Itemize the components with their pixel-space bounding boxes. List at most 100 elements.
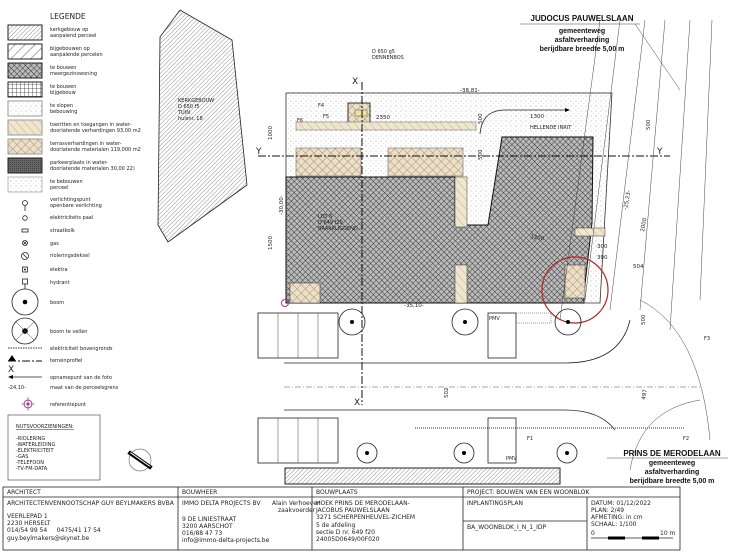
church-label: KERKGEBOUW bbox=[178, 98, 214, 104]
dim-500: 500 bbox=[646, 119, 652, 130]
dim-500: 500 bbox=[478, 113, 484, 124]
boundary-dimension-sample: -24,10- bbox=[8, 385, 26, 391]
street-name: JUDOCUS PAUWELSLAAN bbox=[531, 14, 634, 23]
swatch-terraces bbox=[7, 138, 43, 155]
street-detail: berijdbare breedte 5,00 m bbox=[540, 46, 625, 53]
photo-label: F3 bbox=[704, 336, 710, 342]
site-line: 24005D0649/00F020 bbox=[316, 536, 380, 543]
site-plan: D 650 g5 DENNENBOS LOT 6 D 649 f20 BRAAK… bbox=[255, 19, 713, 485]
photo-label: F2 bbox=[683, 436, 689, 442]
street-detail: asfaltverharding bbox=[555, 37, 609, 44]
street-label-north: JUDOCUS PAUWELSLAAN gemeenteweg asfaltve… bbox=[520, 14, 681, 91]
neighbor-outbuilding bbox=[284, 467, 561, 485]
swatch-plot bbox=[7, 176, 43, 193]
swatch-new-apartments bbox=[7, 62, 43, 79]
ramp-arrow bbox=[479, 109, 565, 135]
dim-500: 500 bbox=[641, 314, 647, 325]
power-pole-icon bbox=[22, 215, 28, 221]
symbol-label: maat van de perceelsgrens bbox=[50, 385, 119, 391]
site-line: 3271 SCHERPENHEUVEL-ZICHEM bbox=[316, 514, 415, 521]
client-address: 9 DE LINIESTRAAT bbox=[182, 516, 237, 523]
client-contact: Alain Verhoeven bbox=[272, 500, 321, 507]
architect-name: ARCHITECTENVENNOOTSCHAP GUY BEYLMAKERS B… bbox=[7, 500, 175, 507]
forest-label: D 650 g5 bbox=[372, 49, 395, 55]
dim-2350: 2350 bbox=[376, 115, 390, 121]
symbol-label: hydrant bbox=[50, 280, 70, 286]
street-name: PRINS DE MERODELAAN bbox=[623, 449, 721, 458]
utility-item: -WATERLEIDING bbox=[16, 442, 55, 448]
street-detail: gemeenteweg bbox=[649, 460, 695, 467]
dim-left-boundary: -30,00- bbox=[279, 195, 285, 215]
symbol-label: terreinprofiel bbox=[50, 358, 82, 364]
church-label: D 650 f5 bbox=[178, 104, 200, 110]
swatch-demolish bbox=[7, 100, 43, 117]
pmv-label: PMV bbox=[489, 316, 500, 322]
plan-unit: AFMETING: in cm bbox=[591, 514, 643, 521]
garden-path bbox=[295, 121, 477, 131]
street-detail: asfaltverharding bbox=[645, 469, 699, 476]
electric-box-icon bbox=[22, 266, 28, 273]
street-label-south: PRINS DE MERODELAAN gemeenteweg asfaltve… bbox=[607, 449, 728, 485]
legend-title: LEGENDE bbox=[50, 12, 86, 21]
dim-300: 300 bbox=[597, 255, 608, 261]
tree-icon bbox=[11, 288, 39, 316]
legend-label: bijgebouwen op bbox=[50, 46, 90, 52]
entrance bbox=[564, 264, 586, 299]
parking-row-upper: PMV bbox=[257, 308, 582, 359]
tree-icon bbox=[554, 308, 582, 336]
legend-label: doorlatende materialen 119,000 m2 bbox=[50, 147, 141, 153]
swatch-new-outbuilding bbox=[7, 81, 43, 98]
utility-item: -ELEKTRICITEIT bbox=[16, 448, 54, 454]
photo-label: F1 bbox=[527, 436, 533, 442]
legend-label: perceel bbox=[50, 185, 69, 191]
architect-header: ARCHITECT bbox=[7, 489, 41, 496]
client-name: IMMO DELTA PROJECTS BV bbox=[182, 500, 261, 507]
church-label: TUIN bbox=[177, 110, 190, 116]
swatch-church bbox=[7, 24, 43, 41]
site-line: HOEK PRINS DE MERODELAAN- bbox=[316, 500, 410, 507]
photo-label: F5 bbox=[323, 114, 329, 120]
entrance bbox=[289, 282, 321, 304]
symbol-label: opnamepunt van de foto bbox=[50, 375, 112, 381]
swatch-outbuildings bbox=[7, 43, 43, 60]
legend-label: te bouwen bbox=[50, 84, 76, 90]
photo-point-icon bbox=[8, 375, 42, 379]
tree-to-fell-icon bbox=[11, 317, 39, 345]
legend-label: te bouwen bbox=[50, 65, 76, 71]
architect-phone: 014/54 99 54 0475/41 17 54 bbox=[7, 527, 101, 534]
dim-502: 502 bbox=[444, 388, 450, 399]
legend-label: parkeerplaats in water- bbox=[50, 160, 108, 166]
dim-1200: 1200 bbox=[530, 234, 545, 242]
photo-label: F6 bbox=[297, 118, 303, 124]
swatch-parking bbox=[7, 157, 43, 174]
terrace bbox=[387, 147, 464, 177]
tree-icon bbox=[338, 308, 366, 336]
dim-300: 300 bbox=[597, 244, 608, 250]
reference-point-icon bbox=[21, 397, 35, 411]
street-lines bbox=[559, 19, 713, 331]
church-plot: KERKGEBOUW D 650 f5 TUIN huisnr. 18 bbox=[157, 9, 248, 243]
sewer-cover-icon bbox=[21, 252, 29, 260]
plan-date: DATUM: 01/12/2022 bbox=[591, 500, 651, 507]
tree-icon bbox=[356, 442, 378, 464]
tree-icon bbox=[453, 442, 475, 464]
architect-email: guy.beylmakers@skynet.be bbox=[7, 535, 89, 542]
symbol-label: gas bbox=[50, 241, 59, 247]
forest-label: DENNENBOS bbox=[372, 55, 404, 61]
utility-item: -TELEFOON bbox=[16, 460, 44, 466]
symbol-label: rioleringsdeksel bbox=[50, 253, 90, 259]
axis-x-label: X bbox=[354, 398, 360, 408]
legend-label: bijgebouw bbox=[50, 90, 76, 96]
site-line: JACOBUS PAUWELSLAAN bbox=[315, 507, 390, 514]
project-header: PROJECT: BOUWEN VAN EEN WOONBLOK bbox=[467, 489, 590, 496]
church-label: huisnr. 18 bbox=[178, 116, 203, 122]
dim-right-boundary: -25,23- bbox=[623, 190, 632, 210]
swatch-driveways bbox=[7, 119, 43, 136]
architect-address: VEERLEPAD 1 bbox=[7, 513, 48, 520]
symbol-label: elektra bbox=[50, 267, 68, 273]
dim-1000: 1000 bbox=[268, 126, 274, 140]
symbol-label: boom bbox=[50, 300, 64, 306]
legend-label: doorlatende materialen 30,00 22) bbox=[50, 166, 135, 172]
tree-to-fell-marker bbox=[541, 256, 609, 324]
